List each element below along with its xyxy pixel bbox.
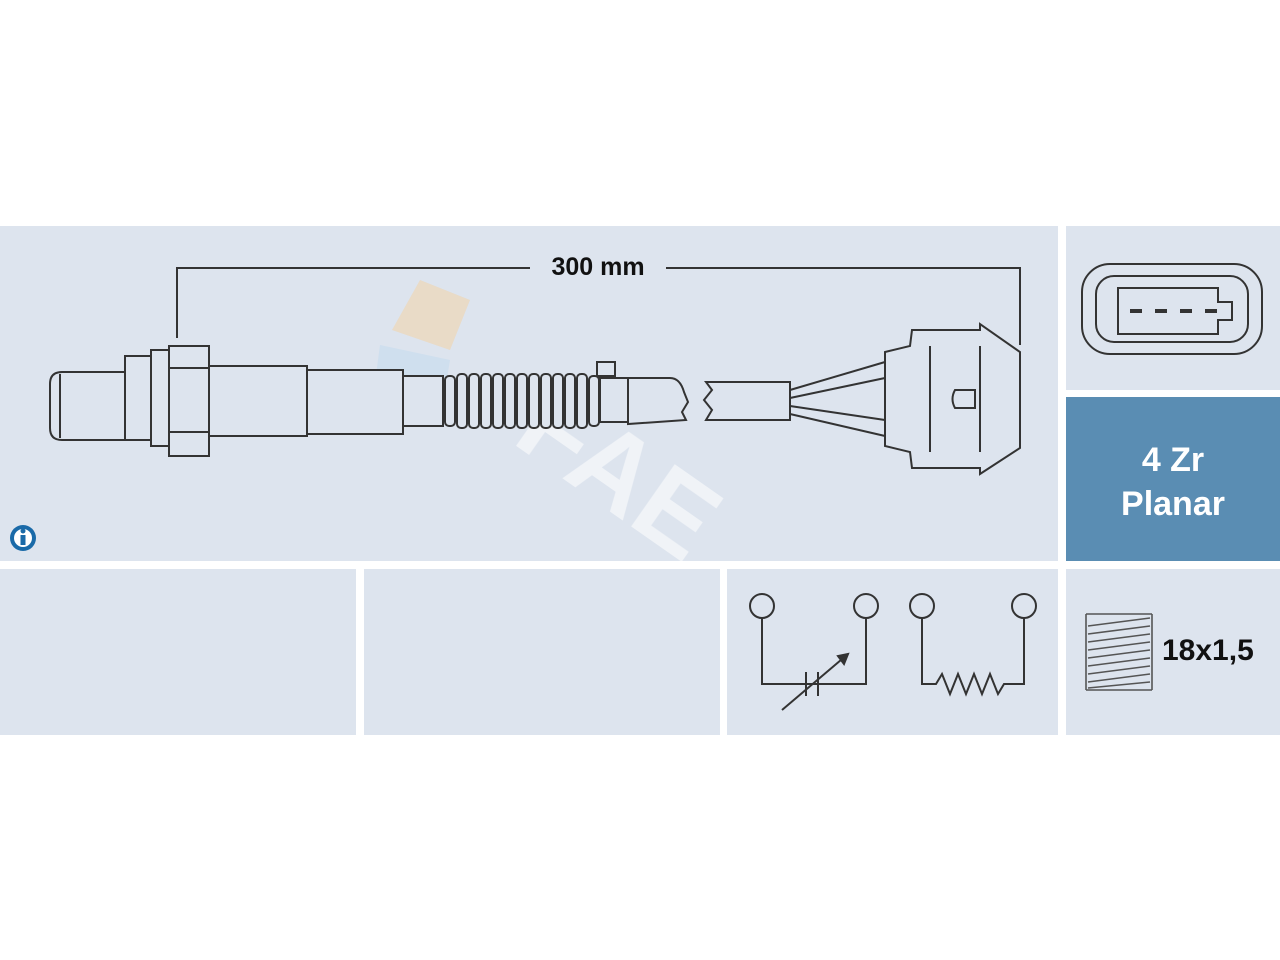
sensor-type-label: 4 Zr Planar	[1066, 438, 1280, 526]
variable-resistor-symbol	[749, 593, 879, 711]
cable-bellows	[444, 373, 600, 429]
thread-panel	[1066, 569, 1280, 735]
circuit-panel	[727, 569, 1058, 735]
empty-panel-1	[0, 569, 356, 735]
heater-resistor-symbol	[909, 593, 1037, 697]
sensor-body	[49, 322, 1021, 476]
length-dimension-label: 300 mm	[530, 250, 666, 284]
connector-face-icon	[1081, 263, 1263, 355]
thread-icon	[1085, 613, 1153, 691]
empty-panel-2	[364, 569, 720, 735]
sensor-type-panel	[1066, 397, 1280, 561]
info-icon[interactable]	[10, 525, 36, 551]
sensor-type-line1: 4 Zr	[1141, 441, 1205, 479]
fae-watermark-logo: FAE	[372, 280, 742, 584]
thread-size-label: 18x1,5	[1162, 634, 1254, 667]
sensor-type-line2: Planar	[1121, 485, 1225, 523]
